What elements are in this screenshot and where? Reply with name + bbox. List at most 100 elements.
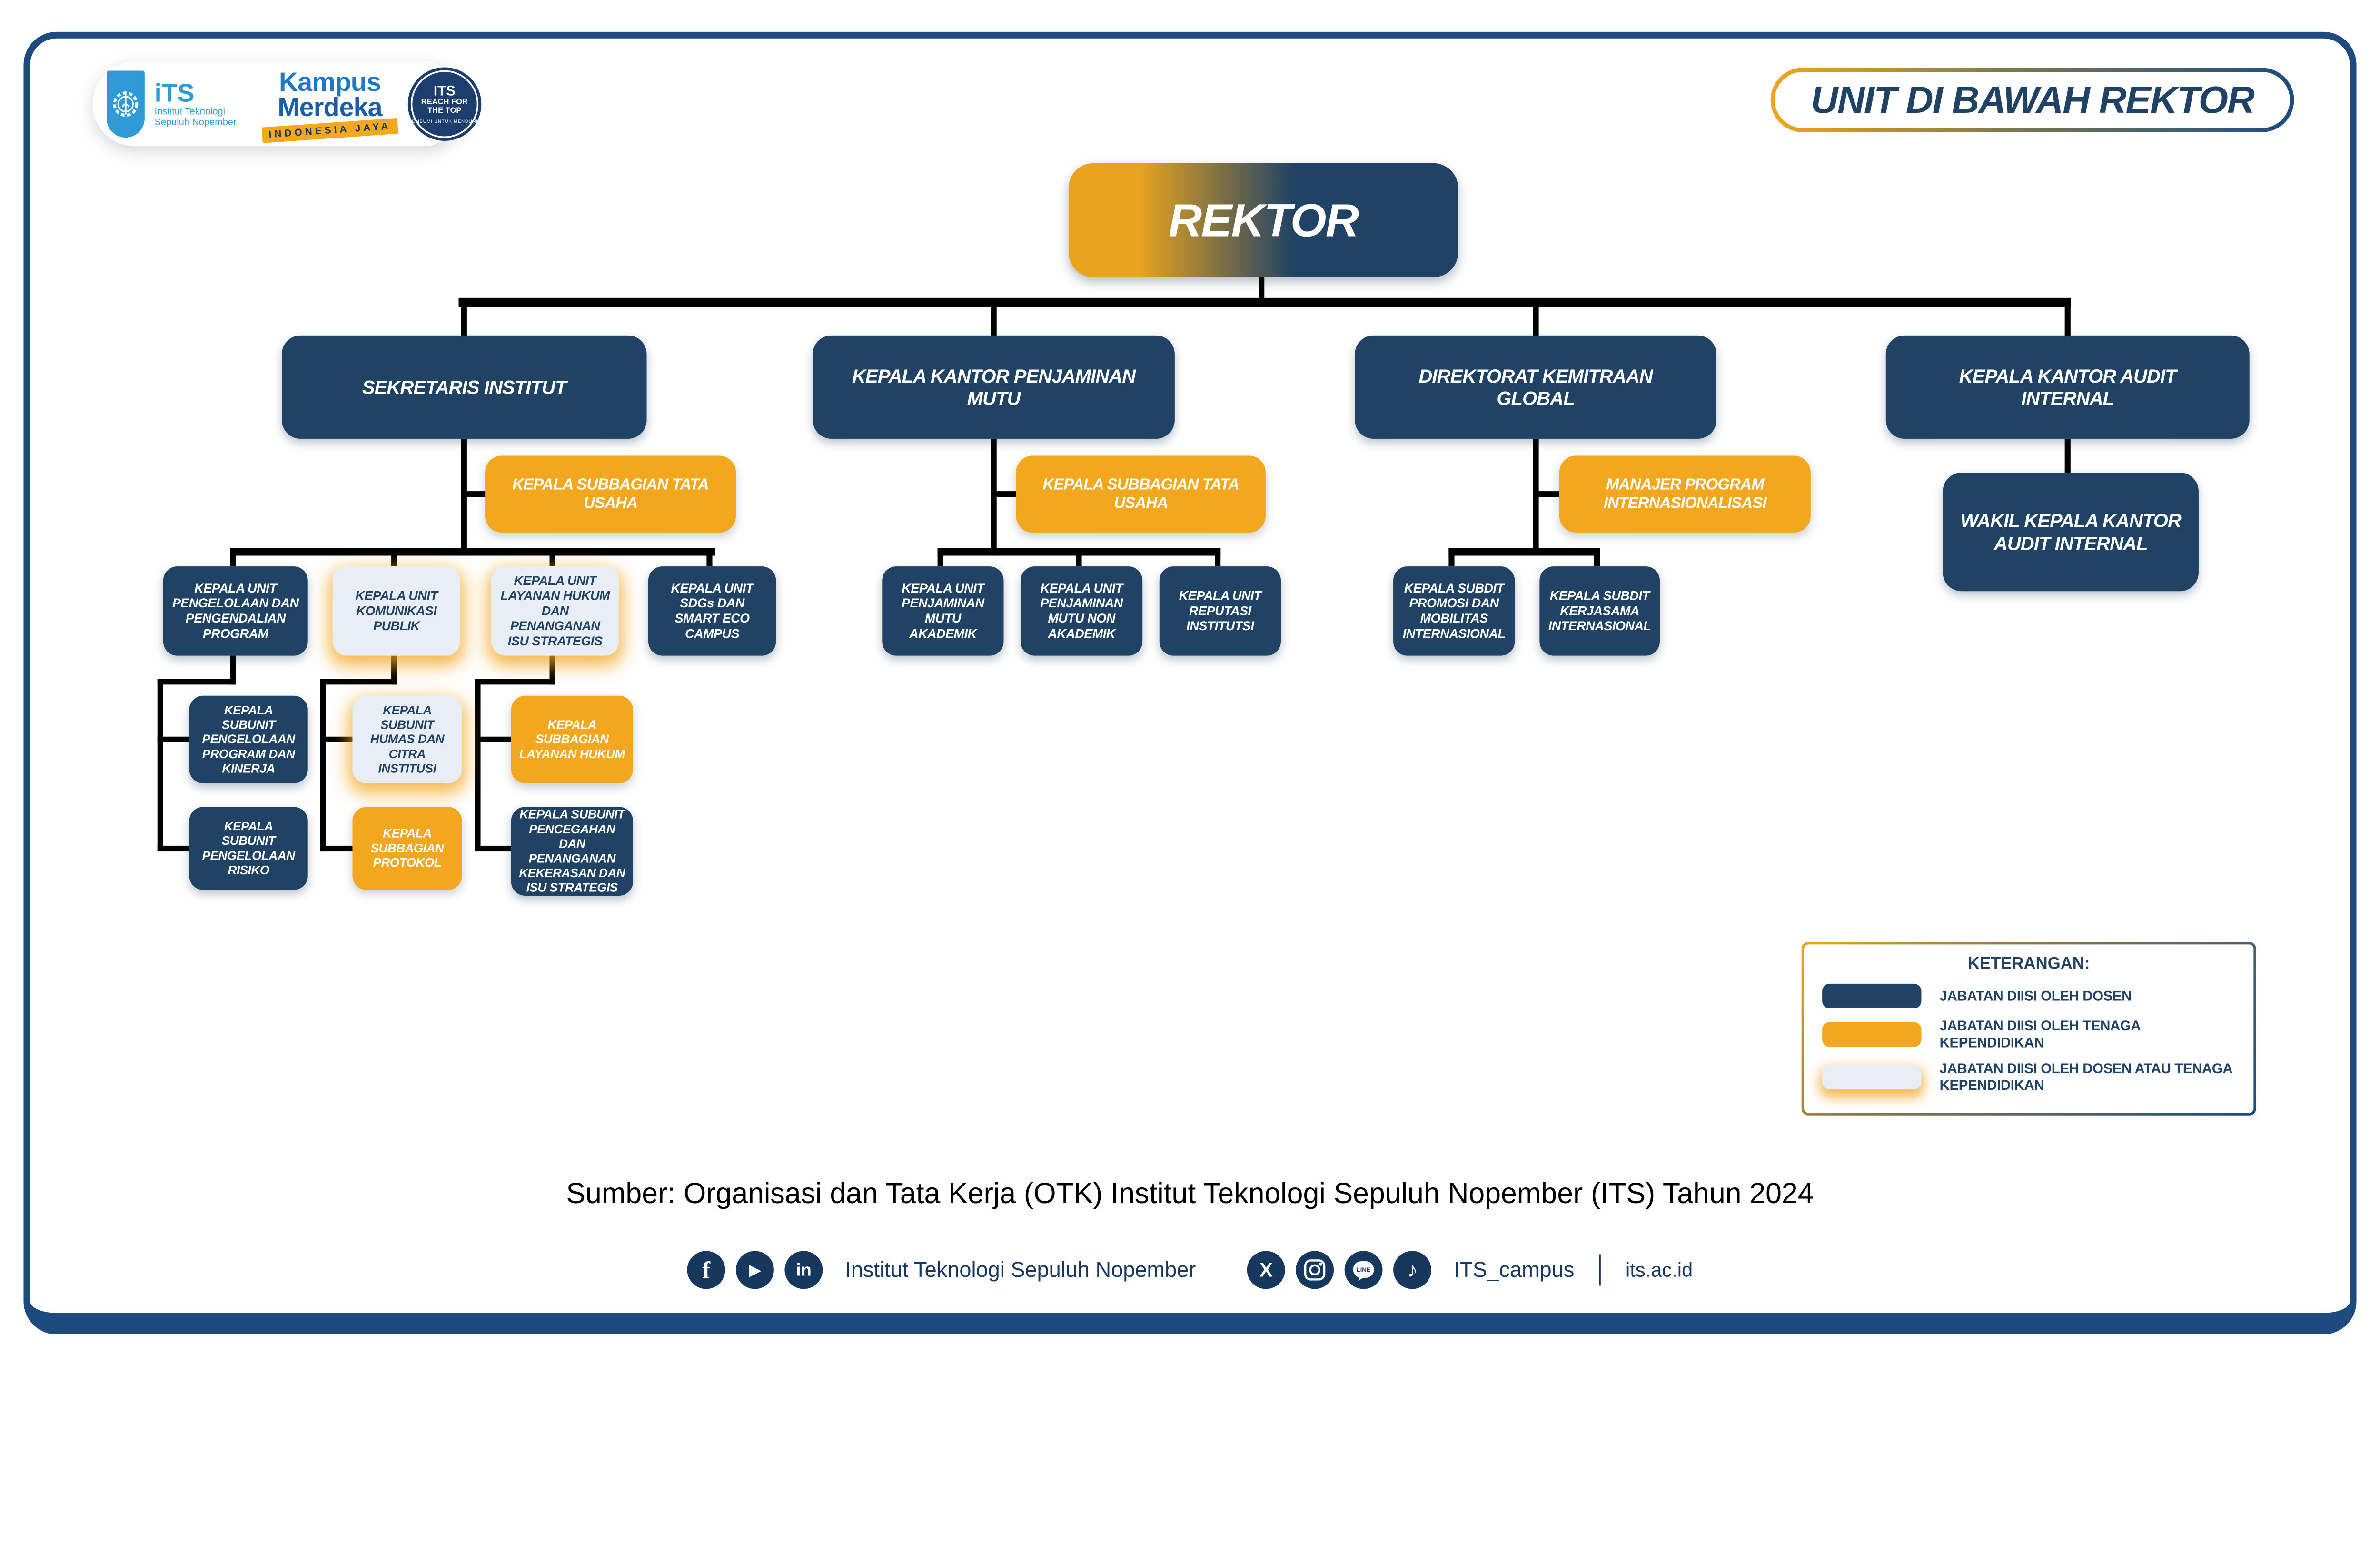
legend-label: JABATAN DIISI OLEH TENAGA KEPENDIDIKAN	[1939, 1018, 2141, 1051]
connector-line	[475, 679, 555, 685]
connector-line	[157, 679, 236, 685]
footer-org-name: Institut Teknologi Sepuluh Nopember	[845, 1258, 1196, 1282]
connector-line	[2064, 306, 2071, 336]
legend-inner: KETERANGAN: JABATAN DIISI OLEH DOSEN JAB…	[1804, 944, 2254, 1113]
connector-line	[991, 438, 997, 556]
connector-line	[991, 306, 997, 336]
connector-line	[993, 491, 1019, 497]
connector-line	[157, 845, 191, 852]
org-node-subunit-humas-citra: KEPALA SUBUNIT HUMAS DAN CITRA INSTITUSI	[352, 695, 462, 783]
linkedin-icon[interactable]: in	[784, 1251, 823, 1289]
org-node-unit-reputasi: KEPALA UNIT REPUTASI INSTITUTSI	[1159, 566, 1281, 656]
org-node-wakil-kepala-kantor-audit: WAKIL KEPALA KANTOR AUDIT INTERNAL	[1943, 473, 2199, 592]
connector-line	[475, 845, 513, 852]
connector-line	[1448, 548, 1600, 556]
footer-social-handle: ITS_campus	[1453, 1258, 1575, 1282]
connector-line	[2064, 438, 2071, 473]
facebook-icon[interactable]: f	[687, 1251, 725, 1289]
org-node-subunit-pengelolaan-risiko: KEPALA SUBUNIT PENGELOLAAN RISIKO	[189, 807, 308, 890]
org-node-unit-layanan-hukum: KEPALA UNIT LAYANAN HUKUM DAN PENANGANAN…	[491, 566, 619, 656]
connector-line	[464, 491, 489, 497]
footer-website-link[interactable]: its.ac.id	[1625, 1259, 1693, 1281]
org-node-direktorat-kemitraan-global: DIREKTORAT KEMITRAAN GLOBAL	[1355, 335, 1716, 439]
svg-text:LINE: LINE	[1357, 1266, 1371, 1274]
merdeka-word: Merdeka	[278, 92, 382, 122]
connector-line	[1533, 438, 1539, 556]
org-node-subdit-promosi-mobilitas: KEPALA SUBDIT PROMOSI DAN MOBILITAS INTE…	[1393, 566, 1515, 656]
connector-line	[461, 438, 467, 556]
org-node-sek-subbagian-tata-usaha: KEPALA SUBBAGIAN TATA USAHA	[485, 455, 736, 533]
youtube-glyph: ▶	[749, 1261, 761, 1278]
connector-line	[320, 679, 326, 852]
facebook-glyph: f	[702, 1256, 711, 1284]
legend-title: KETERANGAN:	[1967, 954, 2090, 973]
connector-line	[475, 736, 513, 742]
badge-line1: REACH FOR	[421, 97, 468, 106]
org-node-rektor: REKTOR	[1068, 163, 1458, 277]
legend-label: JABATAN DIISI OLEH DOSEN ATAU TENAGA KEP…	[1939, 1060, 2232, 1094]
org-node-subdit-kerjasama: KEPALA SUBDIT KERJASAMA INTERNASIONAL	[1539, 566, 1660, 656]
tiktok-icon[interactable]: ♪	[1393, 1251, 1432, 1289]
connector-line	[230, 655, 236, 685]
footer-divider	[1599, 1254, 1601, 1286]
its-reach-for-the-top-badge: ITS REACH FOR THE TOP MEMBUMI UNTUK MEND…	[407, 67, 482, 141]
org-node-unit-sdgs-smart-eco: KEPALA UNIT SDGs DAN SMART ECO CAMPUS	[648, 566, 776, 656]
org-node-subunit-pencegahan: KEPALA SUBUNIT PENCEGAHAN DAN PENANGANAN…	[511, 807, 633, 896]
connector-line	[937, 548, 943, 567]
connector-line	[1215, 548, 1221, 567]
legend-swatch-dosen	[1822, 983, 1922, 1008]
org-node-unit-komunikasi-publik: KEPALA UNIT KOMUNIKASI PUBLIK	[332, 566, 461, 656]
connector-line	[320, 736, 354, 742]
org-node-sekretaris-institut: SEKRETARIS INSTITUT	[282, 335, 647, 439]
footer-bar: f ▶ in Institut Teknologi Sepuluh Nopemb…	[0, 1251, 2380, 1289]
connector-line	[1536, 491, 1562, 497]
connector-line	[458, 297, 2071, 307]
x-icon[interactable]: X	[1247, 1251, 1285, 1289]
connector-line	[157, 736, 191, 742]
legend-box: KETERANGAN: JABATAN DIISI OLEH DOSEN JAB…	[1801, 942, 2256, 1116]
connector-line	[1533, 306, 1539, 336]
org-node-subunit-program-kinerja: KEPALA SUBUNIT PENGELOLAAN PROGRAM DAN K…	[189, 695, 308, 783]
instagram-icon[interactable]	[1296, 1251, 1334, 1289]
legend-row-dosen: JABATAN DIISI OLEH DOSEN	[1822, 983, 2235, 1008]
org-node-subbagian-layanan-hukum: KEPALA SUBBAGIAN LAYANAN HUKUM	[511, 695, 633, 783]
its-full-name: Institut Teknologi Sepuluh Nopember	[154, 106, 237, 127]
page-title-badge: UNIT DI BAWAH REKTOR	[1770, 68, 2294, 132]
connector-line	[1076, 548, 1082, 567]
x-glyph: X	[1259, 1259, 1273, 1281]
badge-motto: MEMBUMI UNTUK MENDUNIA	[407, 119, 481, 124]
connector-line	[706, 548, 713, 567]
page-title: UNIT DI BAWAH REKTOR	[1775, 72, 2290, 128]
logo-pill: iTS Institut Teknologi Sepuluh Nopember …	[92, 61, 482, 147]
org-node-subbagian-protokol: KEPALA SUBBAGIAN PROTOKOL	[352, 807, 462, 890]
connector-line	[230, 548, 236, 567]
its-logo-icon	[106, 70, 145, 138]
connector-line	[320, 679, 397, 685]
org-node-manajer-program-internasionalisasi: MANAJER PROGRAM INTERNASIONALISASI	[1559, 455, 1811, 533]
line-icon[interactable]: LINE	[1344, 1251, 1383, 1289]
connector-line	[157, 679, 163, 852]
legend-row-dosen-atau-tendik: JABATAN DIISI OLEH DOSEN ATAU TENAGA KEP…	[1822, 1060, 2235, 1094]
connector-line	[391, 548, 397, 567]
org-node-kantor-penjaminan-mutu: KEPALA KANTOR PENJAMINAN MUTU	[813, 335, 1175, 439]
connector-line	[230, 548, 715, 556]
youtube-icon[interactable]: ▶	[736, 1251, 774, 1289]
connector-line	[391, 655, 397, 685]
connector-line	[549, 548, 555, 567]
kampus-merdeka-logo: Kampus Merdeka INDONESIA JAYA	[261, 69, 398, 143]
org-node-unit-pengelolaan-program: KEPALA UNIT PENGELOLAAN DAN PENGENDALIAN…	[163, 566, 308, 656]
connector-line	[549, 655, 555, 685]
connector-line	[1448, 548, 1455, 567]
org-node-mutu-subbagian-tata-usaha: KEPALA SUBBAGIAN TATA USAHA	[1016, 455, 1266, 533]
linkedin-glyph: in	[796, 1260, 812, 1280]
legend-swatch-tendik	[1822, 1022, 1922, 1047]
source-note: Sumber: Organisasi dan Tata Kerja (OTK) …	[566, 1177, 1814, 1209]
legend-swatch-dosen-atau-tendik	[1822, 1065, 1922, 1090]
badge-line2: THE TOP	[427, 106, 462, 115]
legend-row-tendik: JABATAN DIISI OLEH TENAGA KEPENDIDIKAN	[1822, 1018, 2235, 1051]
tiktok-glyph: ♪	[1407, 1258, 1418, 1282]
connector-line	[475, 679, 481, 852]
infographic-canvas: iTS Institut Teknologi Sepuluh Nopember …	[0, 31, 2380, 1334]
indonesia-jaya-ribbon: INDONESIA JAYA	[261, 118, 398, 143]
org-node-kantor-audit-internal: KEPALA KANTOR AUDIT INTERNAL	[1885, 335, 2250, 439]
